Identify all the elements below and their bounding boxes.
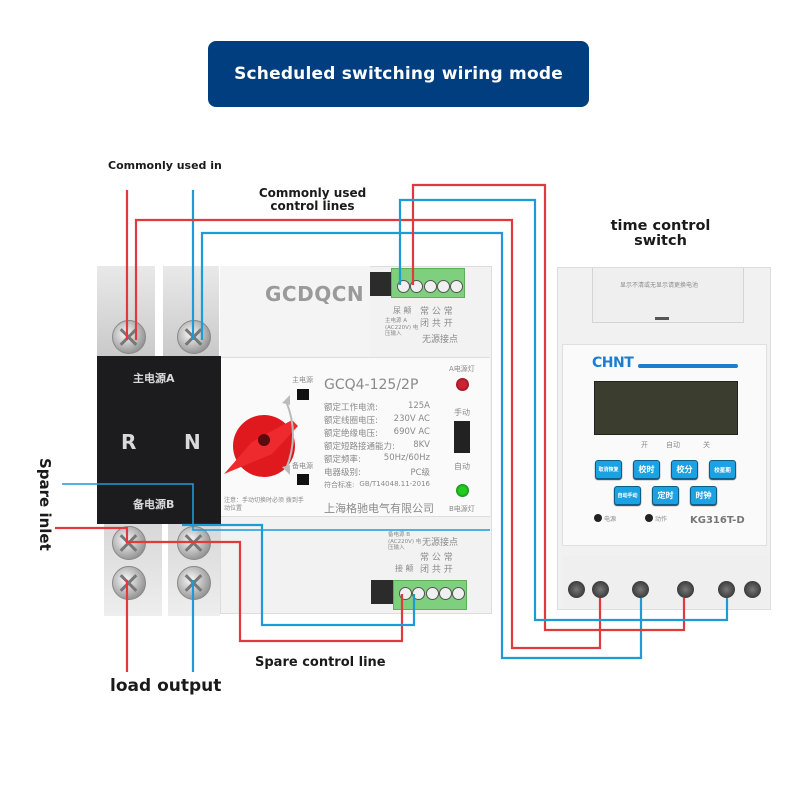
set-hour-button[interactable]: 校时 xyxy=(633,460,660,479)
top-terminal-ab-label: 尿 颠 xyxy=(393,306,412,315)
manual-note: 注意：手动切换时必须 拨到手动位置 xyxy=(224,497,304,512)
spare-control-line-label: Spare control line xyxy=(255,655,386,670)
screw-load-r xyxy=(112,566,146,600)
timer-terminal-2 xyxy=(632,581,649,598)
commonly-used-in-label: Commonly used in xyxy=(108,159,222,172)
spec-row: 额定绝缘电压:690V AC xyxy=(324,427,430,439)
common-control-neutral-wire xyxy=(200,231,643,660)
switch-direction-arrow-icon xyxy=(282,395,294,475)
title-text: Scheduled switching wiring mode xyxy=(234,64,563,84)
brand-bar xyxy=(638,364,738,368)
manual-auto-toggle[interactable] xyxy=(454,421,470,453)
label-line-2: switch xyxy=(634,233,687,250)
bottom-terminal-ab-label: 接 颠 xyxy=(395,564,414,573)
timer-brand: CHNT xyxy=(592,355,634,371)
bottom-terminal-contacts: 常 公 常 xyxy=(420,553,453,563)
top-terminal-contacts2: 闭 共 开 xyxy=(420,319,453,329)
spec-row: 符合标准:GB/T14048.11-2016 xyxy=(324,480,430,489)
status-label-auto: 自动 xyxy=(666,441,680,449)
commonly-used-control-lines-label: Commonly used control lines xyxy=(255,187,370,212)
top-terminal-screw-5 xyxy=(450,280,463,293)
timer-battery-lid[interactable] xyxy=(592,268,744,323)
top-terminal-power-label: 主电源 A (AC220V) 电压输入 xyxy=(385,318,419,338)
spec-row: 额定线圈电压:230V AC xyxy=(324,414,430,426)
screw-main-r xyxy=(112,320,146,354)
label-line-2: control lines xyxy=(270,198,355,213)
spec-row: 额定短路接通能力:8KV xyxy=(324,440,430,452)
ats-brand: GCDQCN xyxy=(265,282,365,306)
top-terminal-housing xyxy=(370,272,392,296)
bottom-terminal-housing xyxy=(371,580,393,604)
set-weekday-button[interactable]: 校星期 xyxy=(709,460,736,479)
power-indicator-label: 电源 xyxy=(604,516,617,523)
top-terminal-screw-4 xyxy=(437,280,450,293)
timer-terminal-3 xyxy=(677,581,694,598)
pole-n-label: N xyxy=(184,430,201,454)
lid-latch-icon xyxy=(655,317,669,320)
manual-knob-lever[interactable] xyxy=(222,420,302,476)
clock-button[interactable]: 时钟 xyxy=(690,486,717,505)
label-line-1: Commonly used xyxy=(258,186,367,200)
timer-mount-screw-left xyxy=(568,581,585,598)
load-output-label: load output xyxy=(110,676,222,696)
power-b-led-icon xyxy=(456,484,469,497)
ats-company: 上海格驰电气有限公司 xyxy=(324,502,434,515)
main-power-window xyxy=(297,389,309,400)
set-minute-button[interactable]: 校分 xyxy=(671,460,698,479)
spec-row: 额定频率:50Hz/60Hz xyxy=(324,453,430,465)
status-label-on: 开 xyxy=(641,441,648,449)
common-control-live-wire xyxy=(134,218,602,650)
ats-model: GCQ4-125/2P xyxy=(324,377,419,393)
timer-lcd-display xyxy=(594,381,738,435)
top-terminal-contacts: 常 公 常 xyxy=(420,307,453,317)
pole-r-label: R xyxy=(121,430,137,454)
auto-manual-button[interactable]: 自动手动 xyxy=(614,486,641,505)
bottom-terminal-screw-4 xyxy=(439,587,452,600)
backup-power-b-label: 备电源B xyxy=(133,498,175,511)
title-banner: Scheduled switching wiring mode xyxy=(208,41,589,107)
knob-center-icon xyxy=(258,434,270,446)
auto-label: 自动 xyxy=(454,462,470,471)
action-indicator-label: 动作 xyxy=(655,516,668,523)
spare-inlet-live-wire xyxy=(55,526,404,643)
power-a-led-icon xyxy=(456,378,469,391)
timer-model: KG316T-D xyxy=(690,515,745,526)
spec-row: 额定工作电流:125A xyxy=(324,401,430,413)
spec-row: 电器级别:PC级 xyxy=(324,468,430,478)
bottom-terminal-screw-3 xyxy=(426,587,439,600)
timer-mount-screw-right xyxy=(744,581,761,598)
top-terminal-passive: 无源接点 xyxy=(422,335,459,345)
status-label-off: 关 xyxy=(703,441,710,449)
label-line-1: time control xyxy=(610,218,711,234)
top-control-live-wire xyxy=(411,183,686,632)
timer-terminal-4 xyxy=(718,581,735,598)
bottom-terminal-contacts2: 闭 共 开 xyxy=(420,565,453,575)
main-power-a-label: 主电源A xyxy=(133,372,175,385)
led-b-label: B电源灯 xyxy=(449,505,475,513)
bottom-terminal-screw-2 xyxy=(412,587,425,600)
action-indicator-icon xyxy=(645,514,653,522)
bottom-terminal-power-label: 备电源 B (AC220V) 电压输入 xyxy=(388,532,422,552)
bottom-terminal-screw-5 xyxy=(452,587,465,600)
spare-inlet-label: Spare inlet xyxy=(36,458,54,551)
top-control-neutral-wire xyxy=(398,198,729,622)
led-a-label: A电源灯 xyxy=(449,365,475,373)
backup-window-label: 备电源 xyxy=(292,462,313,470)
cancel-restore-button[interactable]: 取消恢复 xyxy=(595,460,622,479)
manual-label: 手动 xyxy=(454,408,470,417)
ats-top-panel xyxy=(220,266,370,356)
timer-front-panel xyxy=(562,344,767,546)
top-terminal-screw-3 xyxy=(424,280,437,293)
main-window-label: 主电源 xyxy=(292,376,313,384)
timer-terminal-1 xyxy=(592,581,609,598)
timing-button[interactable]: 定时 xyxy=(652,486,679,505)
spare-control-neutral-wire xyxy=(182,523,416,627)
power-indicator-icon xyxy=(594,514,602,522)
time-control-switch-label: time control switch xyxy=(598,218,723,250)
backup-power-window xyxy=(297,474,309,485)
spare-inlet-neutral-wire xyxy=(62,483,490,531)
bottom-terminal-passive: 无源接点 xyxy=(422,538,459,548)
timer-lid-text: 显示不清或无显示请更换电池 xyxy=(620,282,699,289)
ats-pole-cover xyxy=(97,356,221,524)
